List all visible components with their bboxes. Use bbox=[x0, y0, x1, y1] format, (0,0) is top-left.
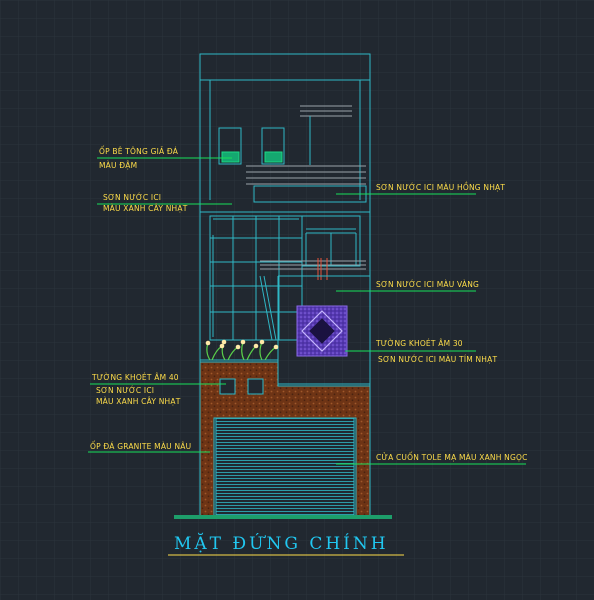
left-annotations: ỐP BÊ TÔNG GIẢ ĐÁ MÀU ĐẬM SƠN NƯỚC ICI M… bbox=[90, 146, 191, 451]
note-stone-cladding: ỐP BÊ TÔNG GIẢ ĐÁ bbox=[99, 146, 179, 156]
note-recess-paint-color: MÀU XANH CÂY NHẠT bbox=[96, 397, 181, 406]
note-recess-paint: SƠN NƯỚC ICI bbox=[96, 386, 154, 395]
main-glazing-grid bbox=[209, 215, 303, 341]
note-recess-30: TƯỜNG KHOÉT ÂM 30 bbox=[375, 339, 463, 348]
diamond-center bbox=[309, 318, 335, 344]
stone-panel-right bbox=[264, 151, 283, 163]
note-shutter: CỬA CUỐN TOLE MẠ MÀU XANH NGỌC bbox=[376, 452, 528, 462]
balcony-bands bbox=[246, 165, 366, 185]
ground-line bbox=[174, 515, 392, 519]
middle-railing bbox=[260, 260, 366, 270]
roller-shutter-door bbox=[215, 417, 355, 517]
diamond-motif bbox=[301, 310, 343, 352]
note-recess-40: TƯỜNG KHOÉT ÂM 40 bbox=[91, 373, 179, 382]
upper-window-left bbox=[218, 127, 242, 165]
drawing-title: MẶT ĐỨNG CHÍNH bbox=[174, 533, 389, 554]
roof-louvres bbox=[300, 105, 352, 117]
upper-window-right bbox=[261, 127, 285, 165]
recess-window-2 bbox=[247, 378, 264, 395]
leader-lines bbox=[88, 157, 526, 465]
stone-panel-left bbox=[221, 151, 240, 163]
note-yellow-paint: SƠN NƯỚC ICI MÀU VÀNG bbox=[376, 280, 479, 289]
note-purple-paint: SƠN NƯỚC ICI MÀU TÍM NHẠT bbox=[378, 355, 497, 364]
note-granite: ỐP ĐÁ GRANITE MÀU NÂU bbox=[90, 441, 191, 451]
note-ici-paint: SƠN NƯỚC ICI bbox=[103, 193, 161, 202]
note-stone-cladding-color: MÀU ĐẬM bbox=[99, 161, 137, 170]
note-pink-paint: SƠN NƯỚC ICI MÀU HỒNG NHẠT bbox=[376, 182, 505, 192]
right-annotations: SƠN NƯỚC ICI MÀU HỒNG NHẠT SƠN NƯỚC ICI … bbox=[375, 182, 528, 462]
plant-flowers bbox=[205, 339, 279, 350]
recess-window-1 bbox=[219, 378, 236, 395]
note-ici-paint-color: MÀU XANH CÂY NHẠT bbox=[103, 204, 188, 213]
